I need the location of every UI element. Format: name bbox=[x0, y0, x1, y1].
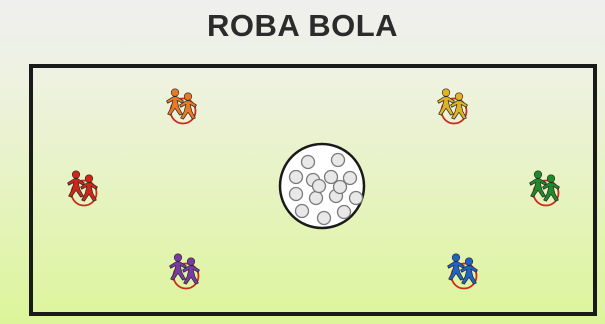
player-figure bbox=[450, 92, 468, 120]
green-team bbox=[529, 170, 560, 207]
ball bbox=[300, 154, 316, 170]
player-figure bbox=[542, 174, 560, 202]
player-figure bbox=[437, 88, 455, 116]
ball-pile bbox=[278, 142, 366, 230]
balls-group bbox=[288, 152, 364, 226]
player-figure bbox=[80, 174, 98, 202]
player-figure bbox=[529, 170, 547, 198]
ball bbox=[342, 170, 358, 186]
ball bbox=[332, 179, 348, 195]
ball bbox=[288, 169, 304, 185]
teams-group bbox=[67, 88, 560, 290]
ball bbox=[288, 186, 304, 202]
player-figure bbox=[182, 257, 200, 285]
red-team bbox=[67, 170, 98, 207]
player-figure bbox=[447, 253, 465, 281]
diagram-title: ROBA BOLA bbox=[206, 8, 399, 43]
ball bbox=[316, 210, 332, 226]
yellow-team bbox=[437, 88, 468, 125]
purple-team bbox=[169, 253, 200, 290]
ball bbox=[308, 190, 324, 206]
player-figure bbox=[460, 257, 478, 285]
player-figure bbox=[166, 88, 184, 116]
ball bbox=[323, 169, 339, 185]
ball bbox=[311, 178, 327, 194]
orange-team bbox=[166, 88, 197, 125]
ball bbox=[330, 152, 346, 168]
player-figure bbox=[169, 253, 187, 281]
player-figure bbox=[67, 170, 85, 198]
ball bbox=[294, 203, 310, 219]
player-figure bbox=[179, 92, 197, 120]
blue-team bbox=[447, 253, 478, 290]
ball bbox=[348, 190, 364, 206]
field-boundary bbox=[29, 64, 597, 316]
ball bbox=[336, 204, 352, 220]
